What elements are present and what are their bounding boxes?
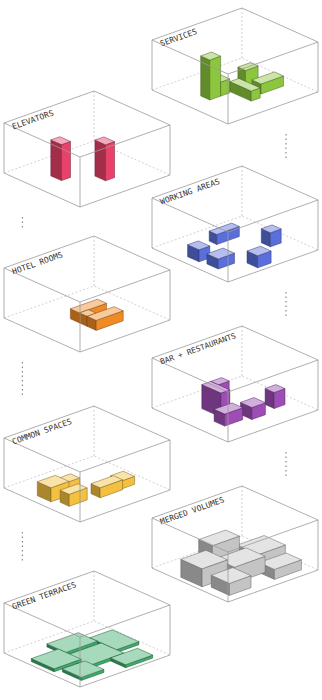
hidden-edge: [4, 456, 170, 490]
volume-top: [261, 225, 281, 233]
hidden-edge: [242, 8, 243, 58]
volume-top: [91, 476, 123, 488]
box-edge: [228, 392, 229, 442]
box-top: [4, 91, 170, 157]
volume-top: [209, 223, 239, 234]
layer-box: BAR + RESTAURANTS: [150, 320, 320, 450]
volume-side: [62, 141, 71, 180]
dotted-connector: [285, 292, 286, 318]
hidden-edge: [94, 571, 95, 621]
box-edge: [152, 198, 318, 282]
box-edge: [4, 603, 170, 687]
box-edge: [4, 123, 170, 207]
layer-box: HOTEL ROOMS: [2, 230, 172, 360]
volume-top: [247, 246, 271, 256]
wireframe-box: [150, 160, 320, 290]
layer-box: GREEN TERRACES: [2, 565, 172, 695]
volume-top: [211, 568, 251, 584]
volume-top: [95, 137, 115, 145]
box-top: [4, 236, 170, 302]
volume-top: [199, 530, 240, 546]
box-top: [152, 486, 318, 552]
box-top: [152, 166, 318, 232]
box-edge: [228, 74, 229, 124]
dotted-connector: [22, 217, 23, 228]
volume-top: [265, 385, 285, 393]
box-edge: [152, 358, 318, 442]
hidden-edge: [4, 141, 170, 175]
wireframe-box: [2, 230, 172, 360]
layer-box: MERGED VOLUMES: [150, 480, 320, 610]
volume-top: [201, 52, 221, 60]
layer-label: HOTEL ROOMS: [11, 250, 64, 276]
layer-box: COMMON SPACES: [2, 400, 172, 530]
volume-side: [95, 140, 106, 181]
volume-top: [181, 550, 228, 569]
box-top: [4, 406, 170, 472]
wireframe-box: [150, 2, 320, 132]
hidden-edge: [94, 236, 95, 286]
volume-top: [230, 78, 260, 91]
volume-top: [60, 484, 87, 495]
box-edge: [80, 472, 81, 522]
layer-box: WORKING AREAS: [150, 160, 320, 290]
box-edge: [80, 637, 81, 687]
dotted-connector: [285, 134, 286, 158]
hidden-edge: [94, 406, 95, 456]
volume-top: [241, 398, 266, 408]
box-edge: [228, 552, 229, 602]
box-top: [152, 8, 318, 74]
dotted-connector: [285, 452, 286, 478]
volume-top: [87, 307, 123, 321]
hidden-edge: [242, 486, 243, 536]
box-top: [152, 326, 318, 392]
dotted-connector: [22, 532, 23, 563]
volume-top: [259, 553, 301, 569]
volume-top: [188, 241, 210, 250]
hidden-edge: [152, 216, 318, 250]
layer-label: ELEVATORS: [11, 108, 55, 131]
layer-box: SERVICES: [150, 2, 320, 132]
hidden-edge: [242, 326, 243, 376]
volume-top: [37, 475, 69, 488]
layer-label: BAR + RESTAURANTS: [159, 331, 237, 366]
box-edge: [80, 302, 81, 352]
volume-top: [62, 661, 104, 678]
hidden-edge: [242, 166, 243, 216]
layer-label: WORKING AREAS: [159, 177, 221, 206]
hidden-edge: [94, 91, 95, 141]
volume-top: [252, 72, 284, 84]
wireframe-box: [150, 480, 320, 610]
volume-top: [111, 648, 153, 664]
box-edge: [152, 518, 318, 602]
layer-label: GREEN TERRACES: [11, 580, 78, 611]
layer-label: COMMON SPACES: [11, 417, 73, 446]
box-top: [4, 571, 170, 637]
box-edge: [228, 232, 229, 282]
volume-top: [207, 248, 235, 259]
box-edge: [4, 438, 170, 522]
wireframe-box: [2, 85, 172, 215]
volume-side: [210, 56, 221, 100]
layer-box: ELEVATORS: [2, 85, 172, 215]
dotted-connector: [22, 362, 23, 398]
wireframe-box: [2, 565, 172, 695]
hidden-edge: [4, 286, 170, 320]
box-edge: [80, 157, 81, 207]
wireframe-box: [2, 400, 172, 530]
box-edge: [152, 40, 318, 124]
layer-label: MERGED VOLUMES: [159, 495, 226, 526]
volume-top: [51, 137, 71, 145]
box-edge: [4, 268, 170, 352]
